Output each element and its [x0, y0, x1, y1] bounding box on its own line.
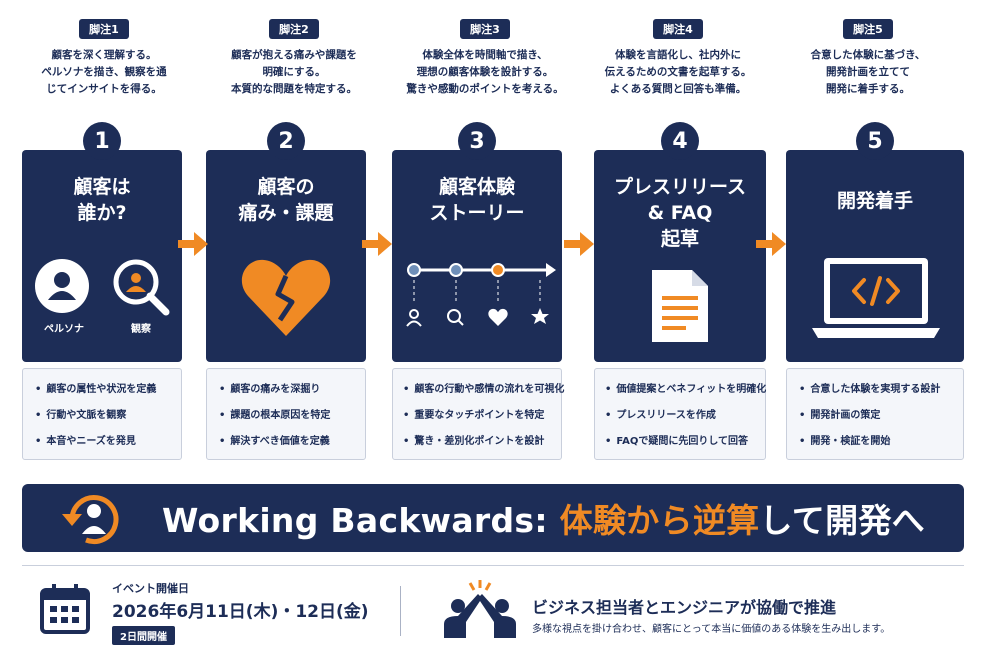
arrow-right-icon — [178, 232, 208, 256]
persona-icon — [34, 258, 90, 318]
bullet-item: 課題の根本原因を特定 — [219, 403, 359, 429]
arrow-right-icon — [362, 232, 392, 256]
broken-heart-icon — [240, 254, 332, 344]
bullet-item: 本音やニーズを発見 — [35, 429, 175, 455]
bullet-item: FAQで疑問に先回りして回答 — [605, 429, 759, 455]
timeline-icon — [400, 256, 556, 340]
banner-lead: Working Backwards: — [162, 501, 560, 540]
bullet-item: 重要なタッチポイントを特定 — [403, 403, 555, 429]
footnote-text: 体験を言語化し、社内外に 伝えるための文書を起草する。 よくある質問と回答も準備… — [604, 49, 752, 95]
step-bullets-1: 顧客の属性や状況を定義 行動や文脈を観察 本音やニーズを発見 — [22, 368, 182, 460]
footnote-text: 顧客を深く理解する。 ペルソナを描き、観察を通 じてインサイトを得る。 — [41, 49, 167, 95]
step-title: プレスリリース & FAQ 起草 — [613, 176, 747, 250]
footnote-4: 脚注4 体験を言語化し、社内外に 伝えるための文書を起草する。 よくある質問と回… — [588, 18, 768, 98]
business-subtitle: 多様な視点を掛け合わせ、顧客にとって本当に価値のある体験を生み出します。 — [532, 624, 891, 635]
footnote-2: 脚注2 顧客が抱える痛みや課題を 明確にする。 本質的な問題を特定する。 — [204, 18, 384, 98]
footnote-text: 合意した体験に基づき、 開発計画を立てて 開発に着手する。 — [810, 49, 926, 95]
step-bullets-2: 顧客の痛みを深掘り 課題の根本原因を特定 解決すべき価値を定義 — [206, 368, 366, 460]
step-card-1: 顧客は 誰か? ペルソナ 観察 — [22, 150, 182, 362]
step-title: 顧客は 誰か? — [73, 176, 131, 224]
observe-label: 観察 — [131, 324, 151, 335]
step-card-4: プレスリリース & FAQ 起草 — [594, 150, 766, 362]
footnote-tag: 脚注4 — [653, 19, 703, 39]
business-title: ビジネス担当者とエンジニアが協働で推進 — [532, 598, 837, 617]
event-date: 2026年6月11日(木)・12日(金) — [112, 602, 369, 622]
working-backwards-banner: Working Backwards: 体験から逆算して開発へ — [22, 484, 964, 552]
bullet-item: 開発計画の策定 — [799, 403, 957, 429]
banner-text: Working Backwards: 体験から逆算して開発へ — [162, 494, 925, 542]
step-bullets-4: 価値提案とベネフィットを明確化 プレスリリースを作成 FAQで疑問に先回りして回… — [594, 368, 766, 460]
laptop-code-icon — [810, 254, 942, 344]
footnote-text: 体験全体を時間軸で描き、 理想の顧客体験を設計する。 驚きや感動のポイントを考え… — [406, 49, 564, 95]
step-bullets-3: 顧客の行動や感情の流れを可視化 重要なタッチポイントを特定 驚き・差別化ポイント… — [392, 368, 564, 460]
observe-icon — [110, 256, 174, 320]
bullet-item: 顧客の痛みを深掘り — [219, 377, 359, 403]
arrow-right-icon — [756, 232, 786, 256]
event-label: イベント開催日 — [112, 582, 189, 595]
event-badge: 2日間開催 — [112, 626, 175, 645]
bullet-item: 価値提案とベネフィットを明確化 — [605, 377, 766, 403]
bullet-item: 顧客の属性や状況を定義 — [35, 377, 175, 403]
banner-tail: して開発へ — [759, 501, 925, 540]
bullet-item: 顧客の行動や感情の流れを可視化 — [403, 377, 564, 403]
bullet-item: 行動や文脈を観察 — [35, 403, 175, 429]
banner-accent: 体験から逆算 — [559, 501, 760, 540]
bullet-item: 驚き・差別化ポイントを設計 — [403, 429, 555, 455]
step-number-2: 2 — [267, 122, 305, 160]
step-number-1: 1 — [83, 122, 121, 160]
persona-label: ペルソナ — [44, 324, 84, 335]
footnotes: 脚注1 顧客を深く理解する。 ペルソナを描き、観察を通 じてインサイトを得る。 … — [14, 18, 986, 118]
calendar-icon — [40, 582, 90, 638]
bullet-item: プレスリリースを作成 — [605, 403, 759, 429]
footnote-tag: 脚注2 — [269, 19, 319, 39]
footnote-text: 顧客が抱える痛みや課題を 明確にする。 本質的な問題を特定する。 — [231, 49, 357, 95]
step-number-4: 4 — [661, 122, 699, 160]
footnote-3: 脚注3 体験全体を時間軸で描き、 理想の顧客体験を設計する。 驚きや感動のポイン… — [390, 18, 580, 98]
step-title: 開発着手 — [836, 190, 913, 212]
step-number-5: 5 — [856, 122, 894, 160]
collaboration-icon — [438, 578, 522, 644]
footnote-1: 脚注1 顧客を深く理解する。 ペルソナを描き、観察を通 じてインサイトを得る。 — [14, 18, 194, 98]
backwards-person-icon — [56, 490, 132, 552]
step-title: 顧客体験 ストーリー — [429, 176, 525, 224]
footnote-5: 脚注5 合意した体験に基づき、 開発計画を立てて 開発に着手する。 — [778, 18, 958, 98]
step-card-3: 顧客体験 ストーリー — [392, 150, 562, 362]
footnote-tag: 脚注1 — [79, 19, 129, 39]
bullet-item: 解決すべき価値を定義 — [219, 429, 359, 455]
bullet-item: 合意した体験を実現する設計 — [799, 377, 957, 403]
bullet-item: 開発・検証を開始 — [799, 429, 957, 455]
divider — [400, 586, 401, 636]
step-number-3: 3 — [458, 122, 496, 160]
step-title: 顧客の 痛み・課題 — [238, 176, 334, 224]
step-card-2: 顧客の 痛み・課題 — [206, 150, 366, 362]
document-icon — [650, 268, 710, 348]
step-bullets-5: 合意した体験を実現する設計 開発計画の策定 開発・検証を開始 — [786, 368, 964, 460]
step-card-5: 開発着手 — [786, 150, 964, 362]
footnote-tag: 脚注5 — [843, 19, 893, 39]
divider — [22, 565, 964, 566]
arrow-right-icon — [564, 232, 594, 256]
footnote-tag: 脚注3 — [460, 19, 510, 39]
